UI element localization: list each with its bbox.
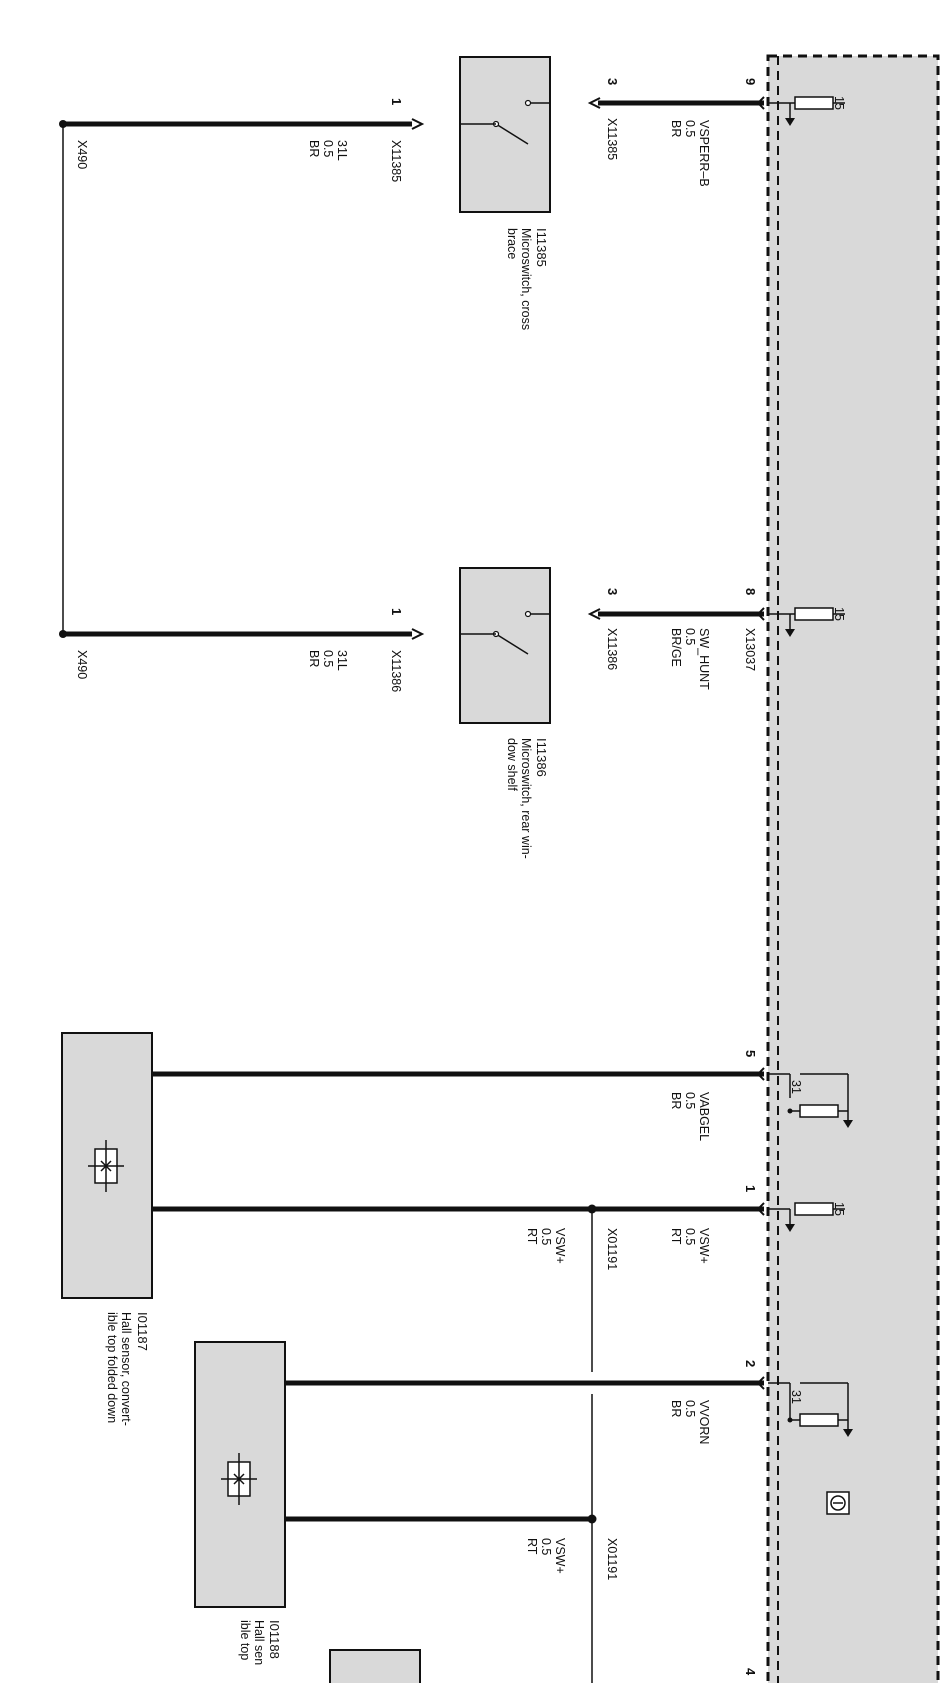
connector-x11385-out: X11385 bbox=[389, 140, 403, 182]
pin-9: 9 bbox=[743, 78, 758, 85]
gnd-name-2: 31L bbox=[335, 650, 349, 671]
color-vsw-1: RT bbox=[669, 1228, 683, 1245]
pin-4: 4 bbox=[743, 1668, 758, 1676]
signal-vvorn: VVORN bbox=[697, 1400, 711, 1444]
signal-vsw-branch: VSW+ bbox=[553, 1228, 567, 1264]
signal-vsperr: VSPERR–B bbox=[697, 120, 711, 187]
partial-component bbox=[329, 1649, 421, 1683]
pin-1-vsw: 1 bbox=[743, 1185, 758, 1192]
bias-15-pin1 bbox=[768, 1202, 845, 1232]
pin-1-s2: 1 bbox=[389, 608, 404, 615]
pin-2: 2 bbox=[743, 1360, 758, 1367]
switch-id-1: I11385 bbox=[534, 228, 549, 267]
sensor-desc-2b: ible top bbox=[238, 1620, 252, 1660]
switch-circuit-1 bbox=[59, 56, 845, 213]
gnd-color-1: BR bbox=[307, 140, 321, 157]
switch-desc-2b: dow shelf bbox=[505, 738, 519, 791]
color-1: BR bbox=[669, 120, 683, 137]
hall-sensor-1 bbox=[61, 1032, 765, 1299]
signal-vsw-2: VSW+ bbox=[553, 1538, 567, 1574]
sensor-desc-1a: Hall sensor, convert- bbox=[119, 1312, 133, 1426]
splice-x01191-2: X01191 bbox=[605, 1538, 619, 1580]
microswitch-box-1 bbox=[459, 56, 551, 213]
pin-3-s2: 3 bbox=[605, 588, 620, 595]
size-2: 0.5 bbox=[683, 628, 697, 645]
hall-sensor-2 bbox=[194, 1341, 765, 1608]
switch-desc-2a: Microswitch, rear win- bbox=[519, 738, 533, 859]
splice-x01191-1: X01191 bbox=[605, 1228, 619, 1270]
size-vsw-2: 0.5 bbox=[539, 1538, 553, 1555]
size-vsw-1: 0.5 bbox=[683, 1228, 697, 1245]
bias-15-label-1: 15 bbox=[832, 96, 846, 110]
gnd-size-2: 0.5 bbox=[321, 650, 335, 667]
switch-desc-1a: Microswitch, cross bbox=[519, 228, 533, 330]
size-1: 0.5 bbox=[683, 120, 697, 137]
color-vabgel: BR bbox=[669, 1092, 683, 1109]
color-vsw-branch: RT bbox=[525, 1228, 539, 1245]
ground-x490-1: X490 bbox=[75, 140, 89, 169]
bias-31-label-2: 31 bbox=[789, 1390, 803, 1404]
color-vvorn: BR bbox=[669, 1400, 683, 1417]
connector-x11386-in: X11386 bbox=[605, 628, 619, 670]
switch-id-2: I11386 bbox=[534, 738, 549, 777]
signal-sw-hunt: SW_HUNT bbox=[697, 628, 711, 690]
control-unit-icon bbox=[826, 1491, 850, 1515]
pin-1-s1: 1 bbox=[389, 98, 404, 105]
gnd-name-1: 31L bbox=[335, 140, 349, 161]
microswitch-box-2 bbox=[459, 567, 551, 724]
color-2: BR/GE bbox=[669, 628, 683, 667]
color-vsw-2: RT bbox=[525, 1538, 539, 1555]
ground-x490-2: X490 bbox=[75, 650, 89, 679]
gnd-color-2: BR bbox=[307, 650, 321, 667]
signal-vabgel: VABGEL bbox=[697, 1092, 711, 1141]
sensor-desc-2a: Hall sen bbox=[252, 1620, 266, 1665]
connector-x13037: X13037 bbox=[743, 628, 757, 671]
size-vsw-branch: 0.5 bbox=[539, 1228, 553, 1245]
switch-circuit-2 bbox=[59, 567, 845, 724]
control-module bbox=[766, 54, 940, 1683]
sensor-id-1: I01187 bbox=[135, 1312, 150, 1351]
pin-3-s1: 3 bbox=[605, 78, 620, 85]
pin-5: 5 bbox=[743, 1050, 758, 1057]
bias-15-label-3: 15 bbox=[832, 1202, 846, 1216]
sensor-id-2: I01188 bbox=[267, 1620, 282, 1659]
size-vabgel: 0.5 bbox=[683, 1092, 697, 1109]
sensor-desc-1b: ible top folded down bbox=[105, 1312, 119, 1423]
bias-15-label-2: 15 bbox=[832, 607, 846, 621]
gnd-size-1: 0.5 bbox=[321, 140, 335, 157]
pin-8: 8 bbox=[743, 588, 758, 595]
signal-vsw-1: VSW+ bbox=[697, 1228, 711, 1264]
bias-31-pin5 bbox=[768, 1073, 853, 1128]
size-vvorn: 0.5 bbox=[683, 1400, 697, 1417]
connector-x11386-out: X11386 bbox=[389, 650, 403, 692]
bias-31-label-1: 31 bbox=[789, 1080, 803, 1094]
bias-31-pin2 bbox=[768, 1382, 853, 1437]
connector-x11385-in: X11385 bbox=[605, 118, 619, 160]
switch-desc-1b: brace bbox=[505, 228, 519, 259]
